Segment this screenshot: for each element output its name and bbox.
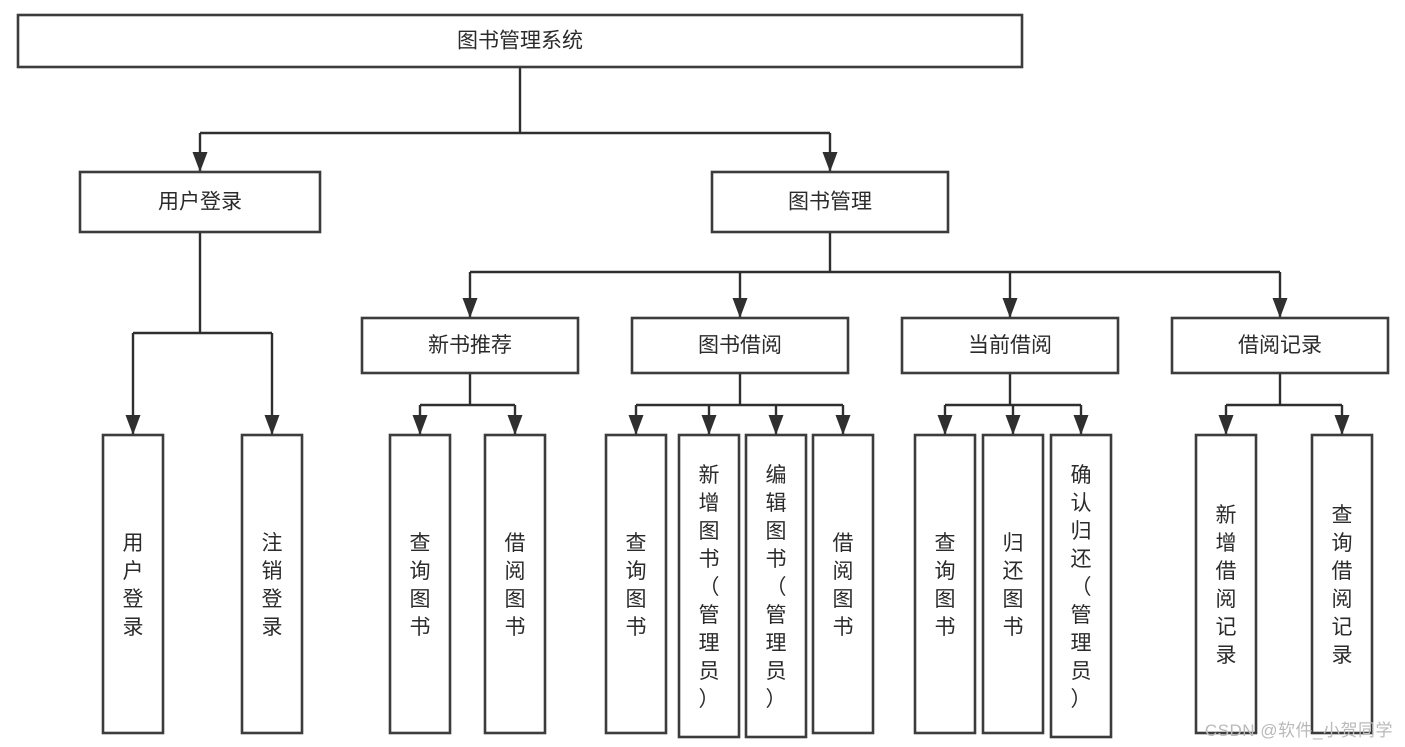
- arrow-head-icon: [937, 415, 953, 435]
- arrow-head-icon: [462, 298, 478, 318]
- arrow-head-icon: [1272, 298, 1288, 318]
- node-leaf-add-book[interactable]: 新增图书（管理员）: [677, 433, 741, 739]
- arrow-head-icon: [125, 415, 141, 435]
- edge-group-user-login: [125, 232, 280, 435]
- node-label-leaf-edit-book: 编辑图书（管理员）: [766, 464, 787, 711]
- arrow-head-icon: [835, 415, 851, 435]
- node-box-leaf-confirm-return: [1049, 433, 1113, 739]
- arrow-head-icon: [1073, 415, 1089, 435]
- node-label-user-login: 用户登录: [158, 191, 242, 214]
- edge-group-book-manage: [462, 232, 1288, 318]
- node-borrow-record[interactable]: 借阅记录: [1170, 316, 1390, 375]
- arrow-head-icon: [507, 415, 523, 435]
- node-box-leaf-borrow-book-1: [483, 433, 547, 735]
- node-box-root: [16, 13, 1024, 69]
- arrow-head-icon: [701, 415, 717, 435]
- node-label-leaf-query-book-1: 查询图书: [410, 532, 431, 639]
- node-label-leaf-add-record: 新增借阅记录: [1216, 504, 1237, 667]
- node-label-leaf-query-book-3: 查询图书: [935, 532, 956, 639]
- node-current-borrow[interactable]: 当前借阅: [900, 316, 1120, 375]
- node-leaf-user-login[interactable]: 用户登录: [101, 433, 165, 735]
- node-label-leaf-query-book-2: 查询图书: [626, 532, 647, 639]
- node-box-book-manage: [710, 170, 950, 234]
- node-leaf-query-book-1[interactable]: 查询图书: [388, 433, 452, 735]
- node-box-leaf-query-record: [1310, 433, 1374, 735]
- node-leaf-borrow-book-1[interactable]: 借阅图书: [483, 433, 547, 735]
- node-box-leaf-add-record: [1194, 433, 1258, 735]
- node-root[interactable]: 图书管理系统: [16, 13, 1024, 69]
- node-label-leaf-borrow-book-1: 借阅图书: [505, 532, 526, 639]
- arrow-head-icon: [1002, 298, 1018, 318]
- node-label-borrow-record: 借阅记录: [1238, 334, 1322, 357]
- node-leaf-edit-book[interactable]: 编辑图书（管理员）: [744, 433, 808, 739]
- node-label-leaf-logout: 注销登录: [262, 532, 283, 639]
- node-box-current-borrow: [900, 316, 1120, 375]
- node-box-leaf-query-book-3: [913, 433, 977, 735]
- node-box-leaf-return-book: [981, 433, 1045, 735]
- node-label-leaf-add-book: 新增图书（管理员）: [699, 464, 720, 711]
- node-label-new-book-rec: 新书推荐: [428, 334, 512, 357]
- arrow-head-icon: [1334, 415, 1350, 435]
- arrow-head-icon: [1005, 415, 1021, 435]
- node-leaf-query-record[interactable]: 查询借阅记录: [1310, 433, 1374, 735]
- node-label-leaf-return-book: 归还图书: [1003, 532, 1024, 639]
- edge-group-new-book-rec: [412, 373, 523, 435]
- edge-layer: [125, 67, 1350, 435]
- node-book-borrow[interactable]: 图书借阅: [630, 316, 850, 375]
- node-box-new-book-rec: [360, 316, 580, 375]
- arrow-head-icon: [732, 298, 748, 318]
- node-layer: 图书管理系统用户登录图书管理新书推荐图书借阅当前借阅借阅记录用户登录注销登录查询…: [16, 13, 1390, 739]
- node-label-current-borrow: 当前借阅: [968, 334, 1052, 357]
- node-leaf-borrow-book-2[interactable]: 借阅图书: [811, 433, 875, 735]
- node-box-leaf-user-login: [101, 433, 165, 735]
- node-label-leaf-borrow-book-2: 借阅图书: [833, 532, 854, 639]
- node-leaf-add-record[interactable]: 新增借阅记录: [1194, 433, 1258, 735]
- arrow-head-icon: [628, 415, 644, 435]
- node-leaf-query-book-3[interactable]: 查询图书: [913, 433, 977, 735]
- arrow-head-icon: [192, 152, 208, 172]
- node-box-leaf-query-book-2: [604, 433, 668, 735]
- node-label-book-borrow: 图书借阅: [698, 334, 782, 357]
- arrow-head-icon: [412, 415, 428, 435]
- node-label-leaf-query-record: 查询借阅记录: [1332, 504, 1353, 667]
- node-label-book-manage: 图书管理: [788, 191, 872, 214]
- node-book-manage[interactable]: 图书管理: [710, 170, 950, 234]
- node-leaf-query-book-2[interactable]: 查询图书: [604, 433, 668, 735]
- node-leaf-logout[interactable]: 注销登录: [240, 433, 304, 735]
- node-label-root: 图书管理系统: [457, 30, 583, 53]
- node-leaf-return-book[interactable]: 归还图书: [981, 433, 1045, 735]
- node-box-user-login: [78, 170, 322, 234]
- edge-group-book-borrow: [628, 373, 851, 435]
- node-box-leaf-logout: [240, 433, 304, 735]
- node-box-book-borrow: [630, 316, 850, 375]
- node-leaf-confirm-return[interactable]: 确认归还（管理员）: [1049, 433, 1113, 739]
- node-box-leaf-borrow-book-2: [811, 433, 875, 735]
- arrow-head-icon: [768, 415, 784, 435]
- node-box-leaf-add-book: [677, 433, 741, 739]
- arrow-head-icon: [822, 152, 838, 172]
- arrow-head-icon: [264, 415, 280, 435]
- watermark-text: CSDN @软件_小贺同学: [1204, 721, 1393, 740]
- node-user-login[interactable]: 用户登录: [78, 170, 322, 234]
- node-label-leaf-user-login: 用户登录: [123, 532, 144, 639]
- node-box-leaf-edit-book: [744, 433, 808, 739]
- edge-group-current-borrow: [937, 373, 1089, 435]
- arrow-head-icon: [1218, 415, 1234, 435]
- node-new-book-rec[interactable]: 新书推荐: [360, 316, 580, 375]
- edge-group-root: [192, 67, 838, 172]
- edge-group-borrow-record: [1218, 373, 1350, 435]
- node-label-leaf-confirm-return: 确认归还（管理员）: [1071, 464, 1092, 711]
- node-box-borrow-record: [1170, 316, 1390, 375]
- node-box-leaf-query-book-1: [388, 433, 452, 735]
